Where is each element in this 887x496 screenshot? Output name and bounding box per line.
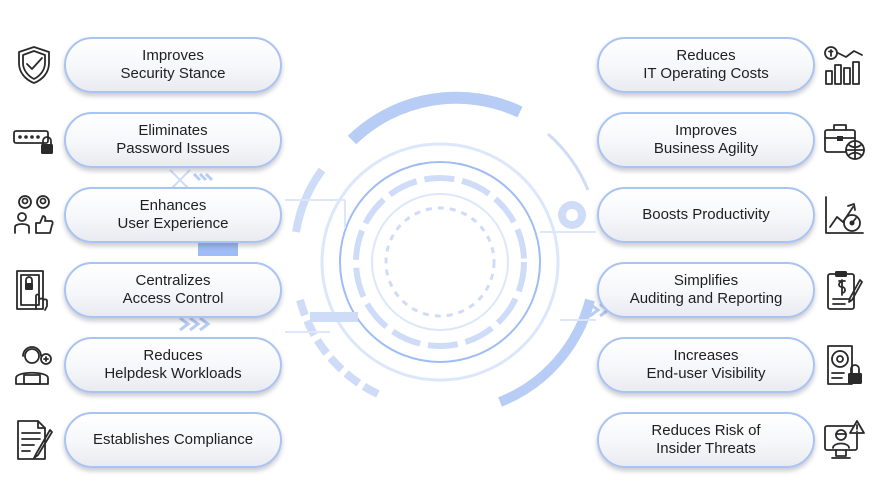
cost-bars-icon (822, 43, 866, 87)
benefit-label-line2: Auditing and Reporting (629, 290, 783, 307)
benefit-simplifies-auditing-reporting: Simplifies Auditing and Reporting (597, 262, 815, 318)
compliance-document-icon (12, 418, 56, 462)
benefit-label-line1: Improves (142, 47, 204, 64)
benefit-label-line1: Reduces (676, 47, 736, 64)
benefit-label-line2: Password Issues (116, 140, 230, 157)
benefit-label-line1: Boosts Productivity (642, 206, 770, 223)
benefit-label-line2: End-user Visibility (646, 365, 766, 382)
benefit-label-line1: Simplifies (673, 272, 739, 289)
benefit-label-line1: Reduces Risk of (651, 422, 761, 439)
shield-check-icon (12, 43, 56, 87)
door-access-icon (12, 268, 56, 312)
productivity-chart-icon (822, 193, 866, 237)
benefit-enhances-user-experience: Enhances User Experience (64, 187, 282, 243)
benefit-label-line1: Increases (673, 347, 739, 364)
benefit-label-line1: Establishes Compliance (92, 431, 254, 448)
benefit-improves-business-agility: Improves Business Agility (597, 112, 815, 168)
insider-threat-icon (822, 418, 866, 462)
benefit-establishes-compliance: Establishes Compliance (64, 412, 282, 468)
benefit-label-line1: Reduces (143, 347, 203, 364)
benefit-label-line2: Insider Threats (656, 440, 756, 457)
benefit-reduces-helpdesk-workloads: Reduces Helpdesk Workloads (64, 337, 282, 393)
benefit-increases-end-user-visibility: Increases End-user Visibility (597, 337, 815, 393)
audit-clipboard-icon (822, 268, 866, 312)
benefit-label-line1: Centralizes (135, 272, 211, 289)
benefit-label-line1: Improves (675, 122, 737, 139)
benefit-reduces-it-operating-costs: Reduces IT Operating Costs (597, 37, 815, 93)
benefit-reduces-insider-threats: Reduces Risk of Insider Threats (597, 412, 815, 468)
benefit-label-line2: Business Agility (653, 140, 759, 157)
benefit-label-line2: IT Operating Costs (643, 65, 769, 82)
benefit-boosts-productivity: Boosts Productivity (597, 187, 815, 243)
password-lock-icon (12, 118, 56, 162)
users-thumbs-up-icon (12, 193, 56, 237)
visibility-document-icon (822, 343, 866, 387)
benefit-label-line2: Security Stance (120, 65, 226, 82)
benefit-label-line1: Eliminates (138, 122, 208, 139)
benefit-label-line2: Access Control (122, 290, 224, 307)
briefcase-globe-icon (822, 118, 866, 162)
benefit-eliminates-password-issues: Eliminates Password Issues (64, 112, 282, 168)
benefit-label-line1: Enhances (139, 197, 207, 214)
benefit-centralizes-access-control: Centralizes Access Control (64, 262, 282, 318)
benefit-improves-security-stance: Improves Security Stance (64, 37, 282, 93)
benefit-label-line2: Helpdesk Workloads (104, 365, 242, 382)
helpdesk-agent-icon (12, 343, 56, 387)
benefit-label-line2: User Experience (117, 215, 229, 232)
